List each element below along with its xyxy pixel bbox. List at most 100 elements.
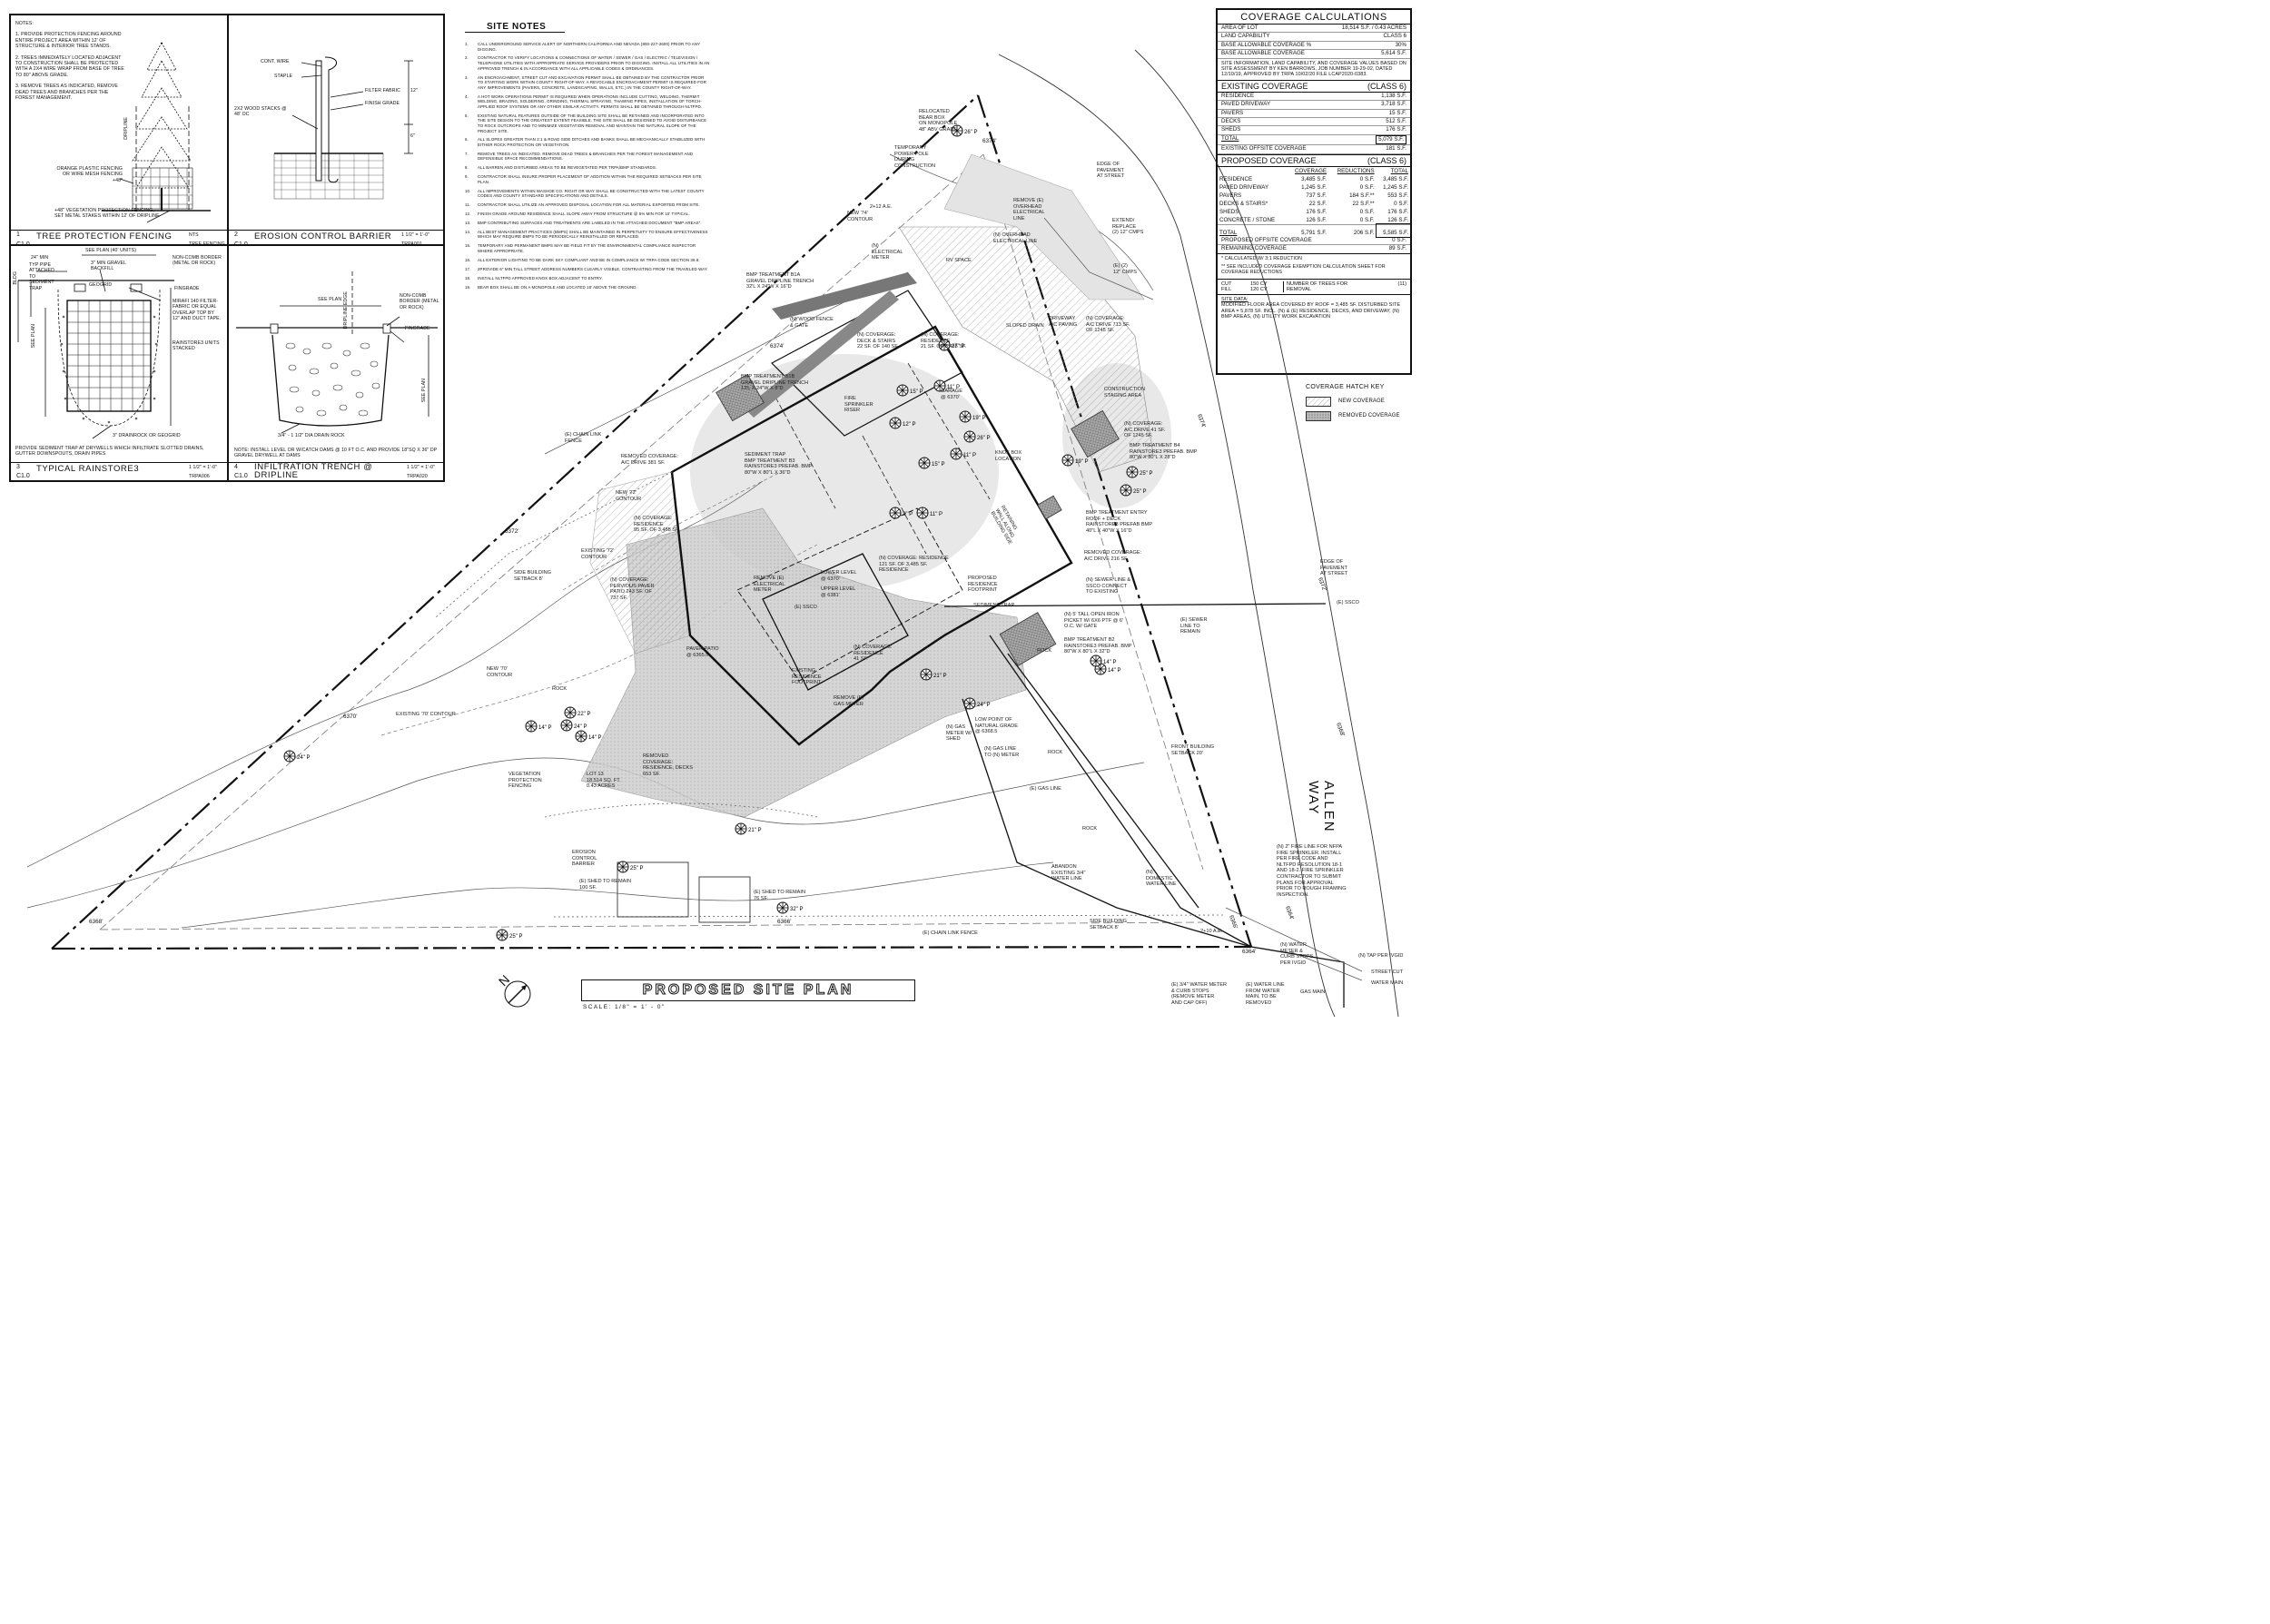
- footnote-1: * CALCULATED W/ 3:1 REDUCTION: [1221, 255, 1302, 261]
- site-note: 7.REMOVE TREES AS INDICATED. REMOVE DEAD…: [465, 152, 710, 162]
- hatch-new-label: NEW COVERAGE: [1338, 399, 1385, 405]
- site-note-number: 12.: [465, 212, 471, 217]
- label-e-gas-line: (E) GAS LINE: [1030, 786, 1061, 792]
- tree-size-label: 12" P: [903, 422, 915, 428]
- offsite-label: PROPOSED OFFSITE COVERAGE: [1221, 236, 1312, 243]
- label-gas-meter: (N) GAS METER W/ SHED: [946, 724, 972, 743]
- detail-1-ref: TREE FENCING: [189, 241, 225, 247]
- tree-icon: 22" P: [564, 706, 590, 719]
- tree-icon: 14" P: [1094, 663, 1120, 675]
- tree-notes: NOTES: 1. PROVIDE PROTECTION FENCING ARO…: [15, 21, 124, 101]
- label-rock2: ROCK: [1048, 750, 1063, 755]
- site-note-number: 2.: [465, 55, 469, 61]
- site-note-number: 15.: [465, 243, 471, 249]
- site-note-text: 2PROVIDE 6" MIN TALL STREET ADDRESS NUMB…: [478, 266, 708, 271]
- site-note-text: TEMPORARY AND PERMANENT BMPS MAY BE FIEL…: [478, 243, 696, 253]
- label-residence-coverage-mid: (N) COVERAGE: RESIDENCE 121 SF. OF 3,485…: [879, 556, 949, 574]
- label-temp-power-pole: TEMPORARY POWER POLE DURING CONSTRUCTION: [894, 145, 936, 169]
- label-e-sewer: (E) SEWER LINE TO REMAIN: [1180, 617, 1208, 635]
- tree-size-label: 14" P: [1103, 660, 1116, 665]
- site-note: 5.EXISTING NATURAL FEATURES OUTSIDE OF T…: [465, 113, 710, 133]
- rainstore-drainrock-label: 3" DRAINROCK OR GEOGRID: [113, 433, 181, 438]
- site-note-text: BEAR BOX SHALL BE ON A MONOPOLE AND LOCA…: [478, 284, 637, 290]
- tree-icon: 24" P: [963, 697, 990, 710]
- proposed-cell: PAVERS: [1219, 192, 1242, 199]
- rainstore-geogrid-label: GEOGRID: [89, 282, 113, 288]
- site-note: 17. 2PROVIDE 6" MIN TALL STREET ADDRESS N…: [465, 267, 710, 272]
- site-note-text: EXISTING NATURAL FEATURES OUTSIDE OF THE…: [478, 113, 707, 133]
- rainstore-pipe-label: TYP PIPE ATTACHED TO SEDIMENT TRAP: [29, 262, 54, 291]
- label-edge-pavement-top: EDGE OF PAVEMENT AT STREET: [1097, 162, 1125, 180]
- tree-size-label: 32" P: [790, 907, 803, 912]
- trees-value: (11): [1397, 281, 1406, 287]
- proposed-offsite: PROPOSED OFFSITE COVERAGE 0 S.F.: [1218, 236, 1410, 246]
- rainstore-note: PROVIDE SEDIMENT TRAP AT DRYWELLS WHICH …: [15, 446, 204, 458]
- site-notes-list: 1.CALL UNDERGROUND SERVICE ALERT OF NORT…: [465, 42, 710, 290]
- infiltration-trench-drawing: [236, 271, 438, 434]
- site-note: 9.CONTRACTOR SHALL INSURE PROPER PLACEME…: [465, 174, 710, 184]
- trench-note: NOTE: INSTALL LEVEL OR W/CATCH DAMS @ 10…: [234, 448, 438, 459]
- plan-title: PROPOSED SITE PLAN: [642, 982, 854, 999]
- remaining-coverage: REMAINING COVERAGE 89 S.F.: [1218, 245, 1410, 254]
- site-note: 8.ALL BARREN AND DISTURBED AREAS TO BE R…: [465, 165, 710, 171]
- coverage-row-value: 176 S.F.: [1386, 126, 1406, 133]
- elev-6370: 6370': [343, 714, 358, 720]
- site-note: 15. TEMPORARY AND PERMANENT BMPS MAY BE F…: [465, 243, 710, 253]
- label-existing-contour-70: EXISTING '70' CONTOUR: [396, 712, 456, 717]
- erosion-filter-label: FILTER FABRIC: [365, 88, 400, 94]
- proposed-header-cell: TOTAL: [1390, 167, 1408, 174]
- proposed-class: (CLASS 6): [1367, 155, 1406, 165]
- tree-icon: 25" P: [1126, 466, 1152, 478]
- tree-size-label: 11" P: [963, 453, 976, 458]
- label-construction-staging: CONSTRUCTION STAGING AREA: [1104, 387, 1146, 399]
- label-sediment-trap: SEDIMENT TRAP: [973, 603, 1015, 608]
- label-e2-cmps: (E) (2) 12" CMPs: [1113, 263, 1137, 275]
- site-note-text: ALL EXTERIOR LIGHTING TO BE DARK SKY COM…: [478, 257, 700, 262]
- trench-fingrade-label: FINGRADE: [405, 326, 430, 331]
- label-veg-fencing: VEGETATION PROTECTION FENCING: [508, 772, 542, 790]
- site-note-text: REMOVE TREES AS INDICATED. REMOVE DEAD T…: [478, 151, 694, 162]
- site-note-number: 6.: [465, 137, 469, 143]
- detail-2-scale: 1 1/2" = 1'-0": [401, 232, 430, 238]
- rainstore-drawing: [17, 254, 174, 439]
- label-existing-footprint: EXISTING RESIDENCE FOOTPRINT: [792, 668, 822, 686]
- tree-icon: 15" P: [918, 457, 944, 469]
- label-garage: GARAGE @ 6370': [941, 389, 962, 400]
- detail-1-sheet: C1.0: [16, 241, 30, 248]
- coverage-row-value: 1,138 S.F.: [1381, 92, 1406, 99]
- site-note: 6.ALL SLOPES GREATER THAN 2:1 & ROAD SID…: [465, 137, 710, 147]
- label-e-water-meter: (E) 3/4" WATER METER & CURB STOPS (REMOV…: [1171, 982, 1228, 1006]
- site-note-number: 17.: [465, 266, 471, 271]
- label-knox-box: KNOX BOX LOCATION: [995, 450, 1022, 462]
- coverage-row-label: DECKS: [1221, 118, 1241, 125]
- elev-6364: 6364': [1242, 949, 1257, 955]
- trees-label: NUMBER OF TREES FOR REMOVAL: [1283, 281, 1368, 292]
- site-note-number: 16.: [465, 257, 471, 262]
- offsite-value: 0 S.F.: [1392, 236, 1406, 243]
- rainstore-plan-label: SEE PLAN (40' UNITS): [85, 248, 137, 253]
- site-note-number: 10.: [465, 188, 471, 193]
- label-shed-76: (E) SHED TO REMAIN 76 SF.: [754, 890, 805, 901]
- detail-2-ref: TRPA001: [401, 241, 422, 247]
- tree-size-label: 14" P: [588, 735, 601, 741]
- label-rock1: ROCK: [552, 686, 568, 692]
- tree-size-label: 25" P: [509, 934, 522, 940]
- label-paver-patio: PAVER PATIO @ 6365.5': [686, 646, 719, 658]
- site-note: 16. ALL EXTERIOR LIGHTING TO BE DARK SKY …: [465, 258, 710, 263]
- site-note: 13.BMP CONTRIBUTING SURFACES AND TREATME…: [465, 221, 710, 226]
- hatch-title: COVERAGE HATCH KEY: [1306, 384, 1385, 390]
- erosion-dim-6: 6": [410, 133, 415, 139]
- label-removed-ac-drive: REMOVED COVERAGE: A/C DRIVE 381 SF.: [621, 454, 679, 466]
- tree-icon: 25" P: [496, 929, 522, 941]
- proposed-cell: CONCRETE / STONE: [1219, 216, 1276, 223]
- label-lot-13: LOT 13 18,514 SQ. FT. 0.43 ACRES: [587, 772, 621, 790]
- rainstore-border-label: NON-COMB BORDER (METAL OR ROCK): [173, 255, 222, 267]
- site-note: 18.INSTALL NLTFPD APPROVED KNOX BOX ADJA…: [465, 276, 710, 281]
- tree-icon: 14" P: [575, 730, 601, 743]
- label-bmp-b2: BMP TREATMENT B2 RAINSTORE3 PREFAB. BMP …: [1064, 637, 1132, 655]
